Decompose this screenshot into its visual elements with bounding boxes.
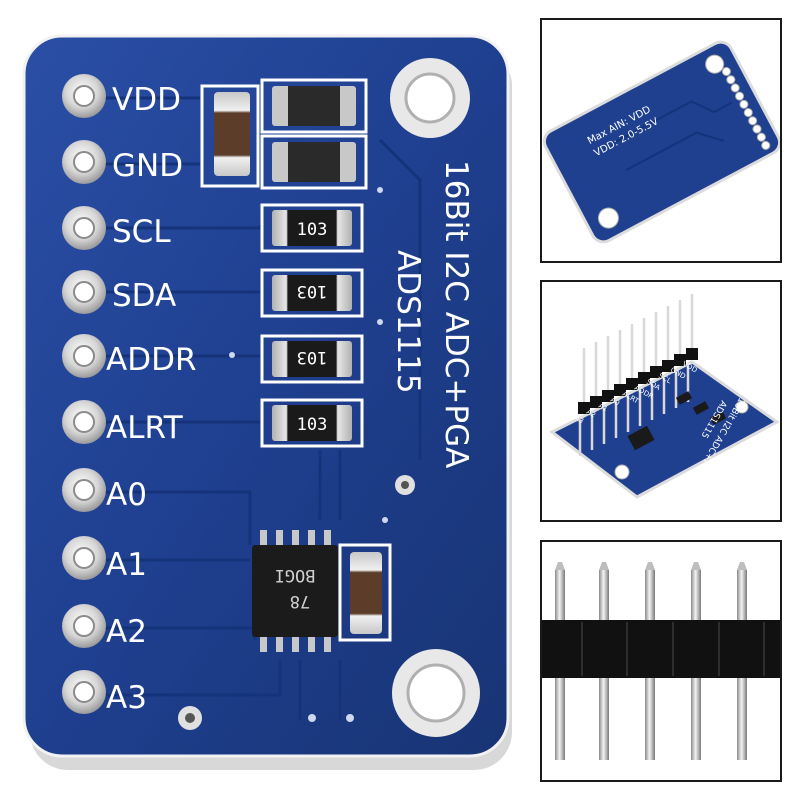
pcb-board bbox=[22, 34, 510, 758]
capacitor-vertical bbox=[214, 92, 250, 176]
thumbnail-board-with-header: VDD GND SCL SDA ADDR ALRT A0 A1 A2 A3 16… bbox=[540, 280, 782, 522]
thumb-top-pad bbox=[739, 99, 749, 109]
thumbnail-board-back-photo: Max AIN: VDD VDD: 2.0-5.5V bbox=[542, 40, 780, 244]
chip-pin bbox=[276, 636, 283, 652]
resistor-marking-3: 103 bbox=[297, 347, 328, 367]
thumb-mid-pin bbox=[626, 324, 638, 432]
chip-pin bbox=[308, 530, 315, 546]
thumb-mid-pin bbox=[590, 342, 602, 450]
header-pad-3 bbox=[62, 206, 106, 250]
vias bbox=[178, 187, 415, 730]
resistor-marking-4: 103 bbox=[297, 415, 328, 435]
thumb-top-pad bbox=[748, 116, 758, 126]
capacitor-top-2 bbox=[272, 142, 356, 182]
chip-pin bbox=[324, 636, 331, 652]
thumb-mid-label-a2: A2 bbox=[585, 408, 597, 420]
pin-label-sda: SDA bbox=[112, 278, 176, 314]
chip-pin bbox=[324, 530, 331, 546]
thumbnail-pin-header bbox=[540, 540, 782, 782]
thumbnail-pin-header-photo bbox=[542, 562, 780, 760]
header-pad-4 bbox=[62, 270, 106, 314]
header-pad-2 bbox=[62, 140, 106, 184]
thumb-mid-pin bbox=[578, 348, 590, 456]
chip-pin bbox=[292, 530, 299, 546]
header-pad-8 bbox=[62, 536, 106, 580]
pin-label-scl: SCL bbox=[112, 214, 171, 250]
chip-marking-line1: BOGI bbox=[275, 565, 316, 585]
chip-pin bbox=[292, 636, 299, 652]
header-pad-6 bbox=[62, 400, 106, 444]
main-board-photo: VDD GND SCL SDA ADDR ALRT A0 A1 A2 A3 10… bbox=[22, 34, 512, 770]
header-pad-5 bbox=[62, 334, 106, 378]
pin-label-a3: A3 bbox=[106, 680, 147, 716]
chip-pin bbox=[260, 636, 267, 652]
header-pad-9 bbox=[62, 604, 106, 648]
pin-label-alrt: ALRT bbox=[106, 410, 184, 446]
thumb-mid-label-a3: A3 bbox=[573, 414, 585, 426]
board-title-line1: 16Bit I2C ADC+PGA bbox=[438, 160, 474, 468]
chip-pin bbox=[260, 530, 267, 546]
pin-label-vdd: VDD bbox=[112, 82, 181, 118]
thumb-top-pad bbox=[756, 132, 766, 142]
thumb-mid-pin bbox=[674, 300, 686, 408]
silkscreen-outlines bbox=[200, 78, 392, 642]
header-pad-column bbox=[62, 74, 106, 714]
header-pad-1 bbox=[62, 74, 106, 118]
resistor-4: 103 bbox=[272, 405, 352, 441]
capacitor-top-1 bbox=[272, 86, 356, 126]
thumb-mid-label-a1: A1 bbox=[597, 402, 609, 414]
pin-label-column: VDD GND SCL SDA ADDR ALRT A0 A1 A2 A3 bbox=[106, 82, 197, 716]
chip-pin bbox=[308, 636, 315, 652]
thumb-mid-pin bbox=[662, 306, 674, 414]
thumb-top-pad bbox=[726, 75, 736, 85]
pin-label-gnd: GND bbox=[112, 148, 183, 184]
resistor-2: 103 bbox=[272, 275, 352, 311]
thumb-mid-label-a0: A0 bbox=[609, 396, 621, 408]
thumbnail-board-with-header-photo: VDD GND SCL SDA ADDR ALRT A0 A1 A2 A3 16… bbox=[549, 294, 780, 499]
thumb-top-pad bbox=[761, 140, 771, 150]
thumb-top-pad bbox=[735, 91, 745, 101]
thumb-mid-pin bbox=[602, 336, 614, 444]
pin-label-a1: A1 bbox=[106, 547, 147, 583]
thumb-top-pad bbox=[721, 66, 731, 76]
mounting-hole-top bbox=[390, 58, 470, 138]
thumb-mid-pin bbox=[614, 330, 626, 438]
ads1115-chip: BOGI 78 bbox=[252, 530, 338, 652]
thumb-mid-pin bbox=[650, 312, 662, 420]
mounting-hole-bottom bbox=[392, 649, 480, 737]
thumb-top-pad bbox=[743, 108, 753, 118]
header-pad-10 bbox=[62, 670, 106, 714]
chip-pin bbox=[276, 530, 283, 546]
board-title-line2: ADS1115 bbox=[390, 250, 426, 394]
thumb-top-pad bbox=[752, 124, 762, 134]
thumbnail-board-back: Max AIN: VDD VDD: 2.0-5.5V bbox=[540, 18, 782, 263]
resistor-3: 103 bbox=[272, 341, 352, 377]
thumb-mid-pin bbox=[638, 318, 650, 426]
pin-label-a0: A0 bbox=[106, 477, 147, 513]
pin-header-body bbox=[542, 620, 780, 678]
pin-label-a2: A2 bbox=[106, 614, 147, 650]
chip-marking-line2: 78 bbox=[290, 591, 310, 611]
resistor-marking-2: 103 bbox=[297, 281, 328, 301]
resistor-marking-1: 103 bbox=[297, 220, 328, 240]
pin-label-addr: ADDR bbox=[106, 342, 197, 378]
thumb-top-pad bbox=[730, 83, 740, 93]
header-pad-7 bbox=[62, 468, 106, 512]
capacitor-bottom bbox=[350, 552, 382, 634]
resistor-1: 103 bbox=[272, 210, 352, 246]
